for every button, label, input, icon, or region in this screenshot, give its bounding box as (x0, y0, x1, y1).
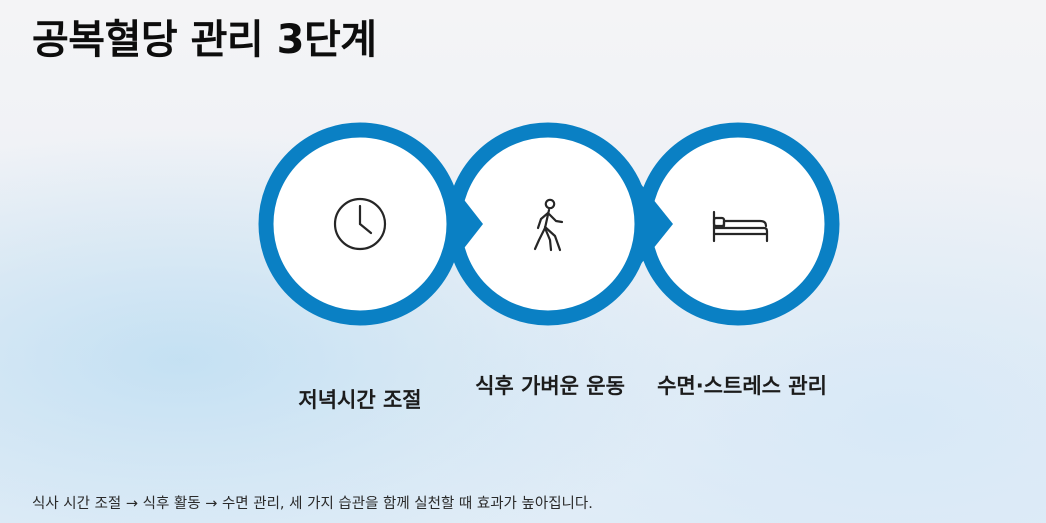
footer-note: 식사 시간 조절 → 식후 활동 → 수면 관리, 세 가지 습관을 함께 실천… (32, 496, 593, 512)
arrow-step-1-to-2 (447, 178, 483, 270)
step-2-label: 식후 가벼운 운동 (475, 374, 625, 398)
clock-icon (333, 197, 387, 251)
arrow-step-2-to-3 (636, 178, 673, 270)
step-1-label: 저녁시간 조절 (298, 388, 422, 412)
walking-person-icon (533, 198, 564, 252)
bed-icon (712, 210, 769, 243)
page-title: 공복혈당 관리 3단계 (32, 17, 377, 63)
step-3-label: 수면·스트레스 관리 (657, 374, 827, 398)
